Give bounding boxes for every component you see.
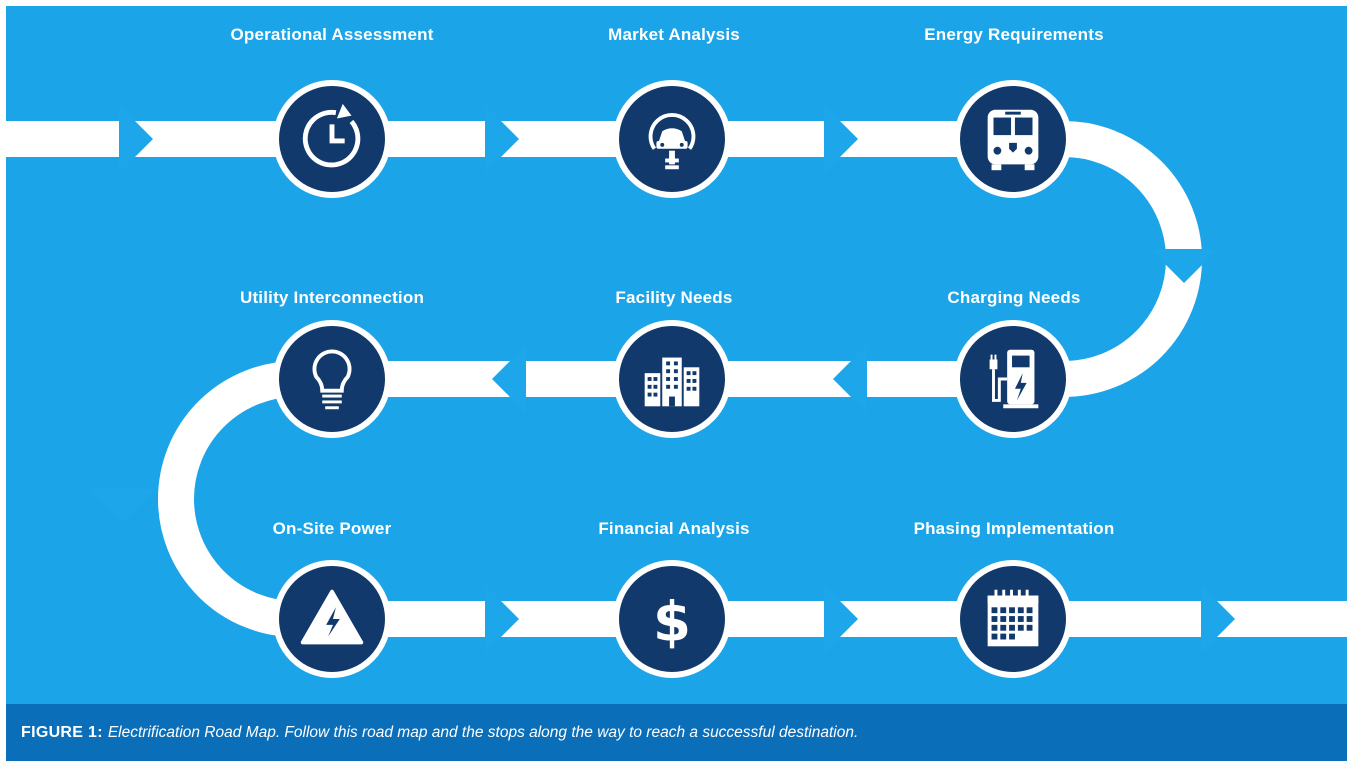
svg-text:$: $: [653, 589, 691, 653]
road-arrow-right: [824, 585, 858, 653]
road-arrow-right: [485, 105, 519, 173]
calendar-icon: [987, 589, 1039, 647]
clock-refresh-icon: [302, 103, 361, 168]
step-label-on-site-power: On-Site Power: [272, 519, 392, 538]
step-node-operational-assessment: [273, 80, 391, 198]
road-arrow-down: [88, 489, 156, 523]
figure-caption: FIGURE 1: Electrification Road Map. Foll…: [6, 704, 1347, 761]
road-arrow-down: [1150, 249, 1218, 283]
step-node-phasing-implementation: [954, 560, 1072, 678]
road-arrow-right: [485, 585, 519, 653]
step-node-on-site-power: [273, 560, 391, 678]
dollar-icon: $: [653, 589, 691, 653]
step-node-facility-needs: [613, 320, 731, 438]
caption-label: FIGURE 1:: [21, 723, 103, 741]
figure: Operational Assessment Market Analysis E…: [6, 6, 1347, 761]
caption-text: Electrification Road Map. Follow this ro…: [107, 723, 859, 741]
road-arrow-right: [119, 105, 153, 173]
vehicle-plug-icon: [648, 113, 696, 170]
lightbulb-icon: [312, 349, 352, 410]
step-label-phasing-implementation: Phasing Implementation: [913, 519, 1115, 538]
step-label-utility-interconnection: Utility Interconnection: [239, 288, 425, 307]
step-label-operational-assessment: Operational Assessment: [230, 25, 434, 44]
step-node-financial-analysis: $: [613, 560, 731, 678]
step-label-facility-needs: Facility Needs: [615, 288, 733, 307]
step-node-market-analysis: [613, 80, 731, 198]
road-arrow-left: [833, 345, 867, 413]
step-node-utility-interconnection: [273, 320, 391, 438]
step-label-financial-analysis: Financial Analysis: [598, 519, 750, 538]
electric-bus-icon: [987, 109, 1039, 171]
buildings-icon: [644, 357, 700, 407]
step-node-charging-needs: [954, 320, 1072, 438]
roadmap-panel: Operational Assessment Market Analysis E…: [6, 6, 1347, 704]
high-voltage-icon: [300, 589, 364, 645]
step-node-energy-requirements: [954, 80, 1072, 198]
step-label-charging-needs: Charging Needs: [947, 288, 1081, 307]
road-arrow-right: [1201, 585, 1235, 653]
charging-station-icon: [989, 349, 1039, 409]
step-label-energy-requirements: Energy Requirements: [924, 25, 1104, 44]
road-arrow-left: [492, 345, 526, 413]
road-arrow-right: [824, 105, 858, 173]
step-label-market-analysis: Market Analysis: [608, 25, 740, 44]
